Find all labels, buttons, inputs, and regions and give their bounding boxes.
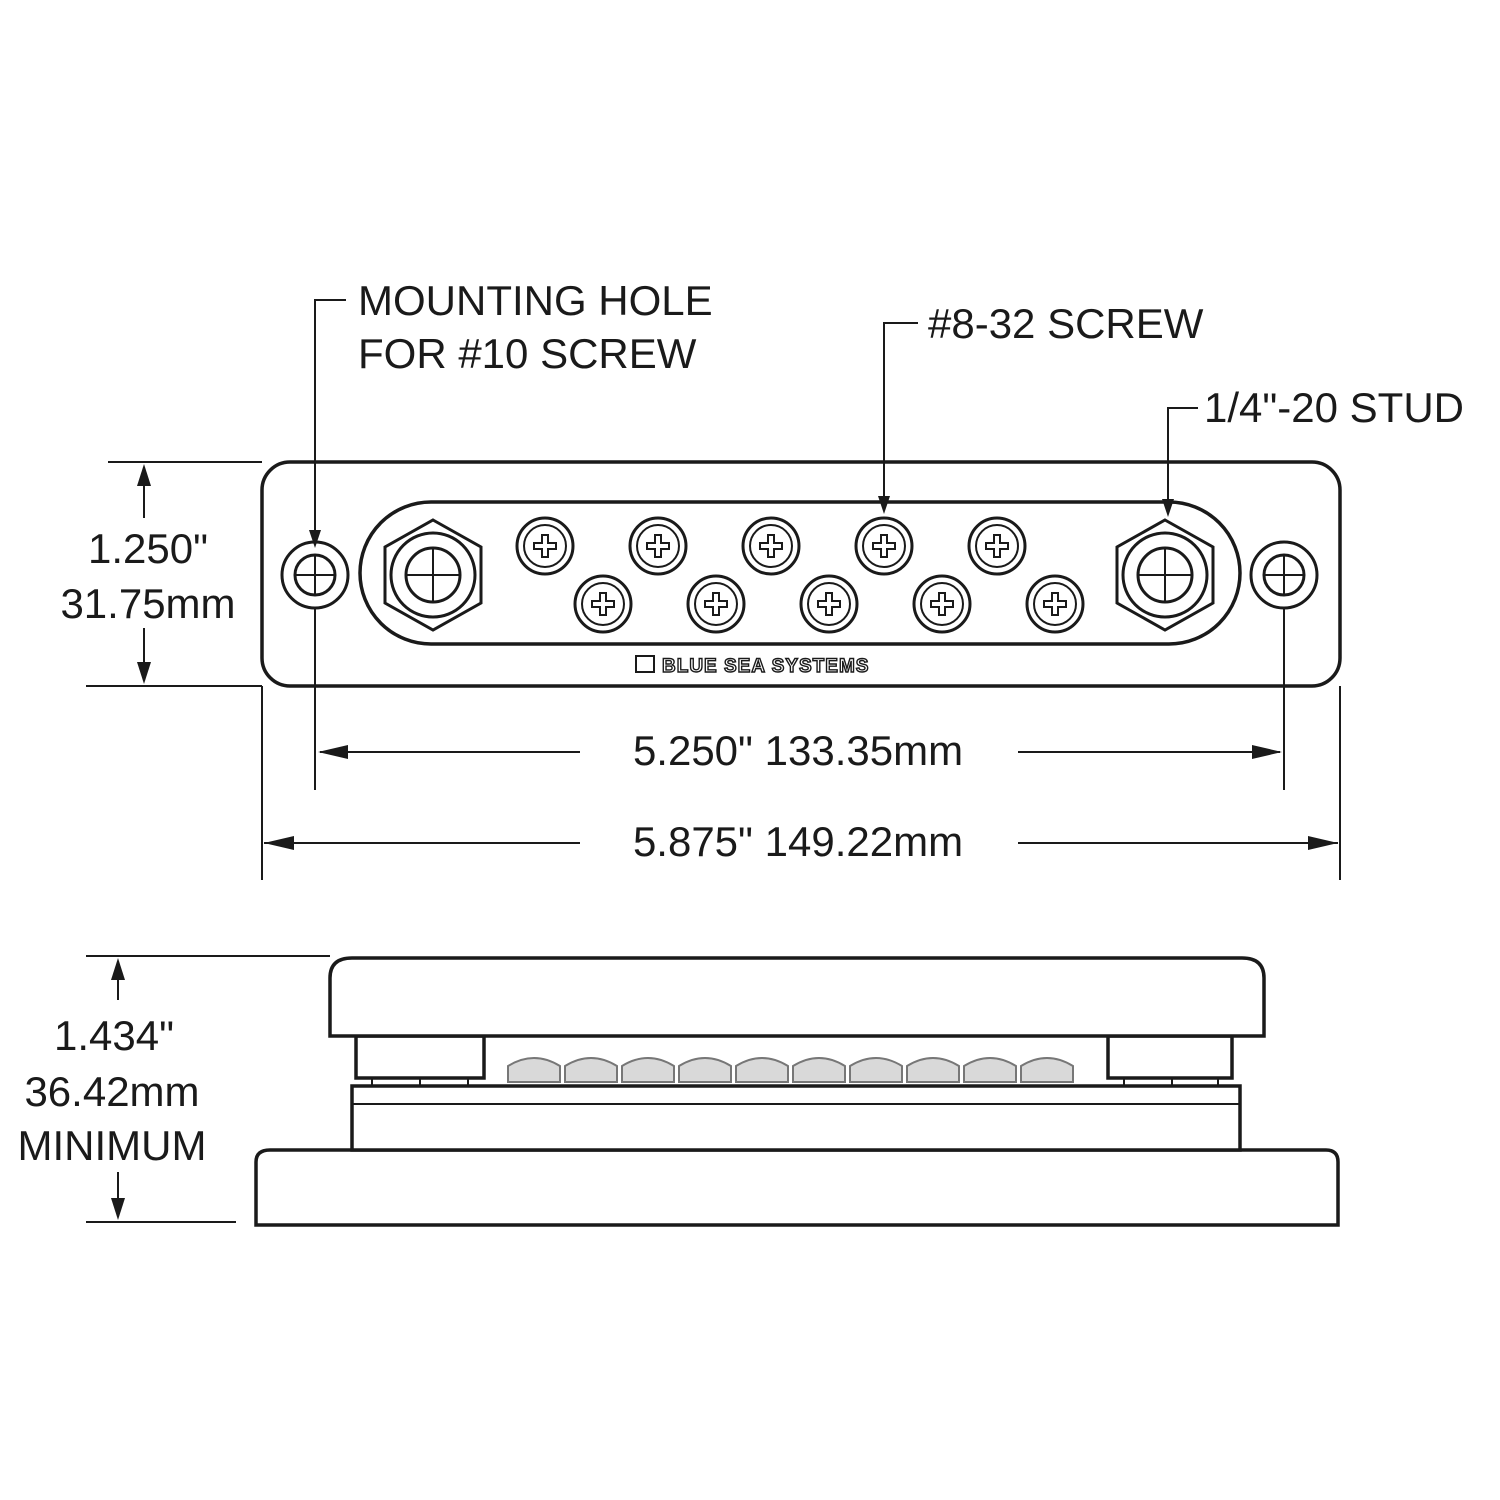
terminal-screws <box>515 516 1085 634</box>
side-stud-block-right <box>1106 1034 1234 1080</box>
side-base-outline <box>254 1148 1340 1227</box>
stud-leader <box>1162 407 1198 517</box>
side-height-mm-label: 36.42mm <box>24 1068 199 1115</box>
screw-leader <box>878 322 918 514</box>
stud-left <box>383 518 483 632</box>
insulator-outline <box>358 500 1242 646</box>
overall-length-label: 5.875" 149.22mm <box>633 818 963 865</box>
stud-callout: 1/4"-20 STUD <box>1204 384 1464 431</box>
side-screw-heads <box>507 1057 1074 1083</box>
terminal-screw <box>515 516 575 576</box>
hole-spacing-dimension <box>318 745 1282 759</box>
height-in-label: 1.250" <box>88 525 208 572</box>
height-dimension <box>137 464 151 684</box>
side-screw-head <box>678 1057 732 1083</box>
side-stud-block-left <box>354 1034 486 1080</box>
top-view: BLUE SEA SYSTEMS 1.250" 31.75mm 5.250" 1… <box>60 277 1464 880</box>
side-plate-outline <box>350 1084 1242 1152</box>
logo-text: BLUE SEA SYSTEMS <box>662 656 869 677</box>
mounting-hole-callout-line1: MOUNTING HOLE <box>358 277 713 324</box>
brand-logo: BLUE SEA SYSTEMS <box>635 655 869 678</box>
hole-spacing-label: 5.250" 133.35mm <box>633 727 963 774</box>
side-screw-head <box>507 1057 561 1083</box>
side-cover-outline <box>328 956 1266 1038</box>
terminal-screw <box>854 516 914 576</box>
overall-length-dimension <box>264 836 1338 850</box>
terminal-screw <box>967 516 1027 576</box>
terminal-screw <box>573 574 633 634</box>
side-screw-head <box>849 1057 903 1083</box>
side-screw-head <box>621 1057 675 1083</box>
terminal-screw <box>628 516 688 576</box>
side-height-dimension <box>111 958 125 1220</box>
side-screw-head <box>906 1057 960 1083</box>
mounting-hole-callout-line2: FOR #10 SCREW <box>358 330 697 377</box>
mounting-hole-leader <box>309 299 346 548</box>
terminal-screw <box>1025 574 1085 634</box>
terminal-screw <box>912 574 972 634</box>
side-screw-head <box>1020 1057 1074 1083</box>
terminal-screw <box>741 516 801 576</box>
screw-callout: #8-32 SCREW <box>928 300 1204 347</box>
side-view: 1.434" 36.42mm MINIMUM <box>18 955 1340 1227</box>
terminal-screw <box>799 574 859 634</box>
side-screw-head <box>792 1057 846 1083</box>
stud-right <box>1115 518 1215 632</box>
side-height-note-label: MINIMUM <box>18 1122 207 1169</box>
terminal-screw <box>686 574 746 634</box>
side-screw-head <box>564 1057 618 1083</box>
height-mm-label: 31.75mm <box>60 580 235 627</box>
side-screw-head <box>963 1057 1017 1083</box>
side-screw-head <box>735 1057 789 1083</box>
side-height-in-label: 1.434" <box>54 1012 174 1059</box>
